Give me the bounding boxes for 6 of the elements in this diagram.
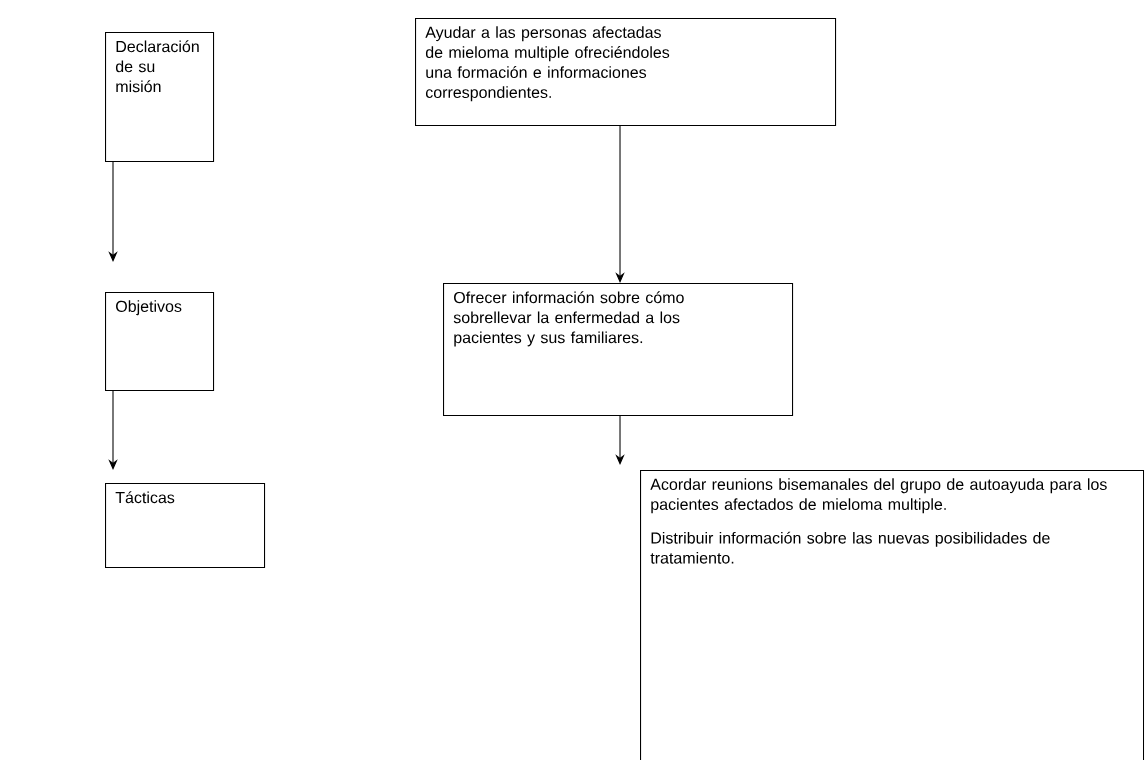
process-box: Ayudar a las personas afectadas de mieloma multiple ofreciéndoles una formación e informaciones correspondientes.: [415, 18, 837, 127]
process-box: Ofrecer información sobre cómo sobrellevar la enfermedad a los pacientes y sus familiares.: [443, 283, 794, 417]
process-box: Declaración de su misión: [105, 32, 215, 163]
process-box: Acordar reunions bisemanales del grupo de autoayuda para los pacientes afectados de mieloma multiple. Distribuir información sobre las nuevas posibilidades de tratamiento.: [640, 470, 1145, 760]
process-box: Tácticas: [105, 483, 266, 569]
process-box: Objetivos: [105, 292, 215, 392]
